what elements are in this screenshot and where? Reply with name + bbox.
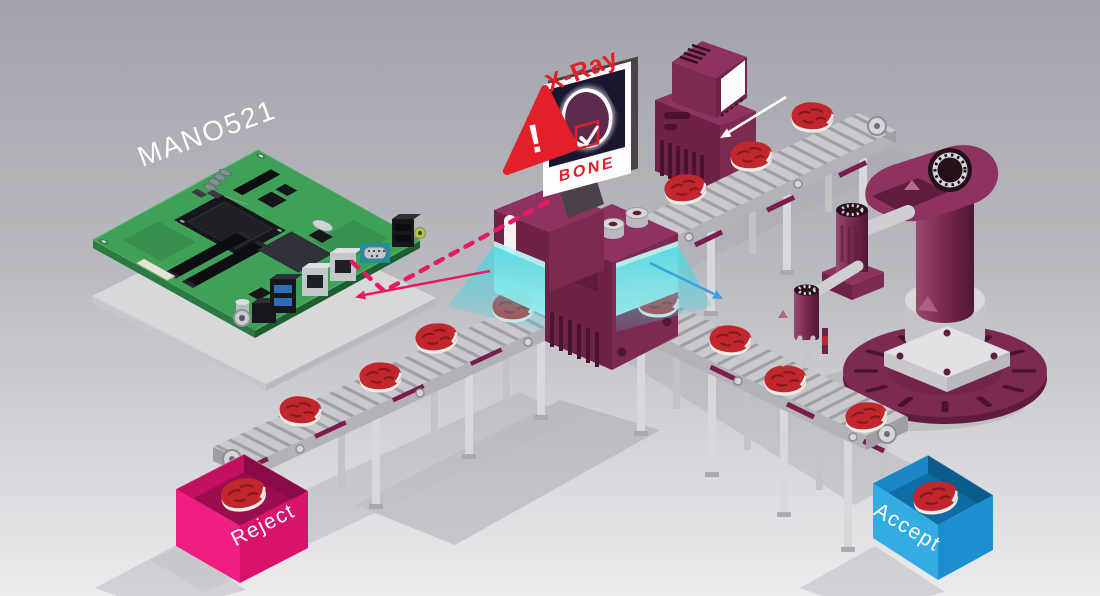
- belt-side: [678, 130, 896, 248]
- usb2-stack: [392, 219, 414, 247]
- scanner-beams: [448, 241, 712, 332]
- robot-flange: [884, 326, 1010, 378]
- cmos-battery: [312, 219, 334, 232]
- checkmark-icon: [579, 125, 599, 146]
- accept-conveyor: [610, 293, 908, 552]
- dimm-slot: [164, 230, 252, 279]
- reject-box: Reject: [175, 453, 309, 583]
- xray-scanner: BONE: [494, 56, 678, 370]
- accept-box: Accept: [870, 454, 994, 580]
- robot-gripper: [778, 260, 864, 369]
- pcie-slot: [232, 169, 281, 196]
- infeed-arrow: [720, 95, 787, 138]
- vision-terminal: [655, 41, 756, 196]
- beam-right: [616, 246, 712, 332]
- robot-column: [916, 200, 974, 323]
- robot-arm: [822, 145, 1047, 424]
- conveyor-legs: [634, 323, 887, 552]
- infeed-conveyor: [640, 113, 896, 316]
- accept-arrow: [649, 261, 723, 299]
- power-connector: [135, 258, 176, 281]
- heatsink: [257, 231, 333, 273]
- io-ports: [233, 214, 426, 327]
- terminal-screen: [721, 60, 745, 112]
- beam-left: [448, 246, 545, 332]
- motherboard: [91, 149, 426, 338]
- belt-surface: [640, 113, 896, 235]
- reject-arrow: [355, 269, 491, 300]
- detection-box: [574, 119, 600, 151]
- warning-triangle-icon: !: [503, 85, 578, 175]
- dimm-slot: [181, 240, 269, 288]
- usb3-stack: [270, 279, 296, 313]
- belt-surface: [610, 293, 908, 436]
